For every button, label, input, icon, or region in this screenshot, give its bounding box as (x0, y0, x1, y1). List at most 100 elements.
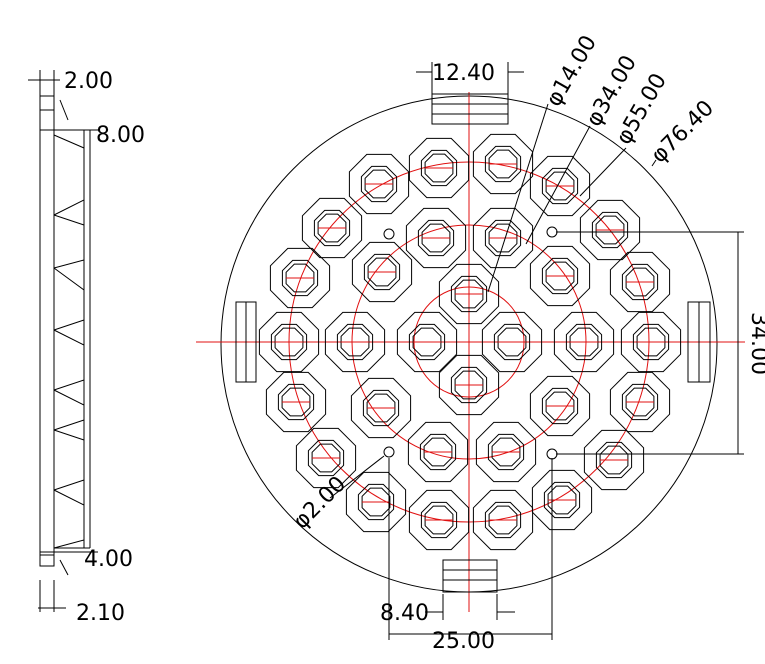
lens-collar (420, 149, 458, 187)
lens-core (340, 327, 370, 357)
lens-outer-ring (351, 241, 413, 303)
lens-outer-ring (396, 311, 458, 373)
lens-core (545, 171, 575, 201)
lens-core (488, 505, 518, 535)
lens-element (609, 371, 671, 433)
lens-outer-ring (620, 311, 682, 373)
lens-element (258, 311, 320, 373)
lens-core (311, 443, 341, 473)
lens-element (553, 311, 615, 373)
lens-collar (487, 433, 525, 471)
side-view-plate (39, 95, 55, 567)
lens-outer-ring (301, 197, 363, 259)
lens-outer-ring (609, 251, 671, 313)
lens-outer-ring (438, 354, 500, 416)
lens-element (345, 471, 407, 533)
lens-collar (362, 389, 400, 427)
lens-collar (493, 323, 531, 361)
lens-outer-ring (529, 375, 591, 437)
top-slot (431, 93, 509, 125)
lens-outer-ring (529, 245, 591, 307)
lens-core (424, 153, 454, 183)
lens-outer-ring (295, 427, 357, 489)
lens-collar (336, 323, 374, 361)
lens-outer-ring (609, 371, 671, 433)
mount-hole-3 (383, 446, 395, 458)
lens-element (579, 199, 641, 261)
lens-outer-ring (269, 247, 331, 309)
lens-outer-ring (407, 421, 469, 483)
lens-element (531, 469, 593, 531)
lens-outer-ring (583, 429, 645, 491)
lens-element (583, 429, 645, 491)
lens-element (265, 371, 327, 433)
lens-element (351, 241, 413, 303)
lens-core (636, 327, 666, 357)
lens-core (281, 387, 311, 417)
lens-outer-ring (345, 471, 407, 533)
dim-thickness-8-00: 8.00 (96, 123, 145, 148)
lens-core (274, 327, 304, 357)
lens-collar (621, 263, 659, 301)
lens-core (488, 223, 518, 253)
dim-hole-2-00: φ2.00 (289, 472, 352, 535)
lens-element (350, 377, 412, 439)
lens-core (424, 505, 454, 535)
lens-collar (281, 259, 319, 297)
dim-thickness-2-10: 2.10 (76, 601, 125, 626)
lens-collar (541, 167, 579, 205)
lens-collar (484, 501, 522, 539)
mount-hole-2 (546, 226, 558, 238)
lens-core (545, 391, 575, 421)
lens-core (423, 437, 453, 467)
lens-element (324, 311, 386, 373)
lens-collar (360, 165, 398, 203)
lens-collar (632, 323, 670, 361)
lens-outer-ring (324, 311, 386, 373)
lens-collar (313, 209, 351, 247)
lens-element (348, 153, 410, 215)
lens-element (472, 207, 534, 269)
lens-outer-ring (408, 137, 470, 199)
lens-collar (419, 433, 457, 471)
lens-collar (621, 383, 659, 421)
lens-core (595, 215, 625, 245)
lens-core (454, 279, 484, 309)
lens-outer-ring (405, 207, 467, 269)
lens-element (438, 354, 500, 416)
lens-element (472, 133, 534, 195)
lens-collar (591, 211, 629, 249)
lens-outer-ring (408, 489, 470, 551)
lens-core (569, 327, 599, 357)
lens-elements (258, 133, 682, 551)
lens-element (269, 247, 331, 309)
lens-collar (357, 483, 395, 521)
lens-core (497, 327, 527, 357)
lens-collar (484, 145, 522, 183)
lens-element (407, 421, 469, 483)
dim-slot-8-40: 8.40 (380, 601, 429, 626)
lens-core (367, 257, 397, 287)
lens-element (408, 137, 470, 199)
lens-collar (565, 323, 603, 361)
front-view (196, 92, 745, 612)
lens-collar (270, 323, 308, 361)
right-slot (687, 301, 711, 383)
lens-outer-ring (472, 133, 534, 195)
lens-core (488, 149, 518, 179)
dim-thickness-2-00: 2.00 (64, 69, 113, 94)
side-view-lenses (40, 99, 85, 576)
lens-collar (417, 219, 455, 257)
lens-element (301, 197, 363, 259)
lens-core (317, 213, 347, 243)
lens-element (529, 375, 591, 437)
lens-collar (277, 383, 315, 421)
lens-element (396, 311, 458, 373)
bottom-slot (442, 559, 498, 593)
dim-slot-12-40: 12.40 (432, 61, 495, 86)
lens-element (472, 489, 534, 551)
lens-core (366, 393, 396, 423)
lens-collar (363, 253, 401, 291)
lens-collar (307, 439, 345, 477)
